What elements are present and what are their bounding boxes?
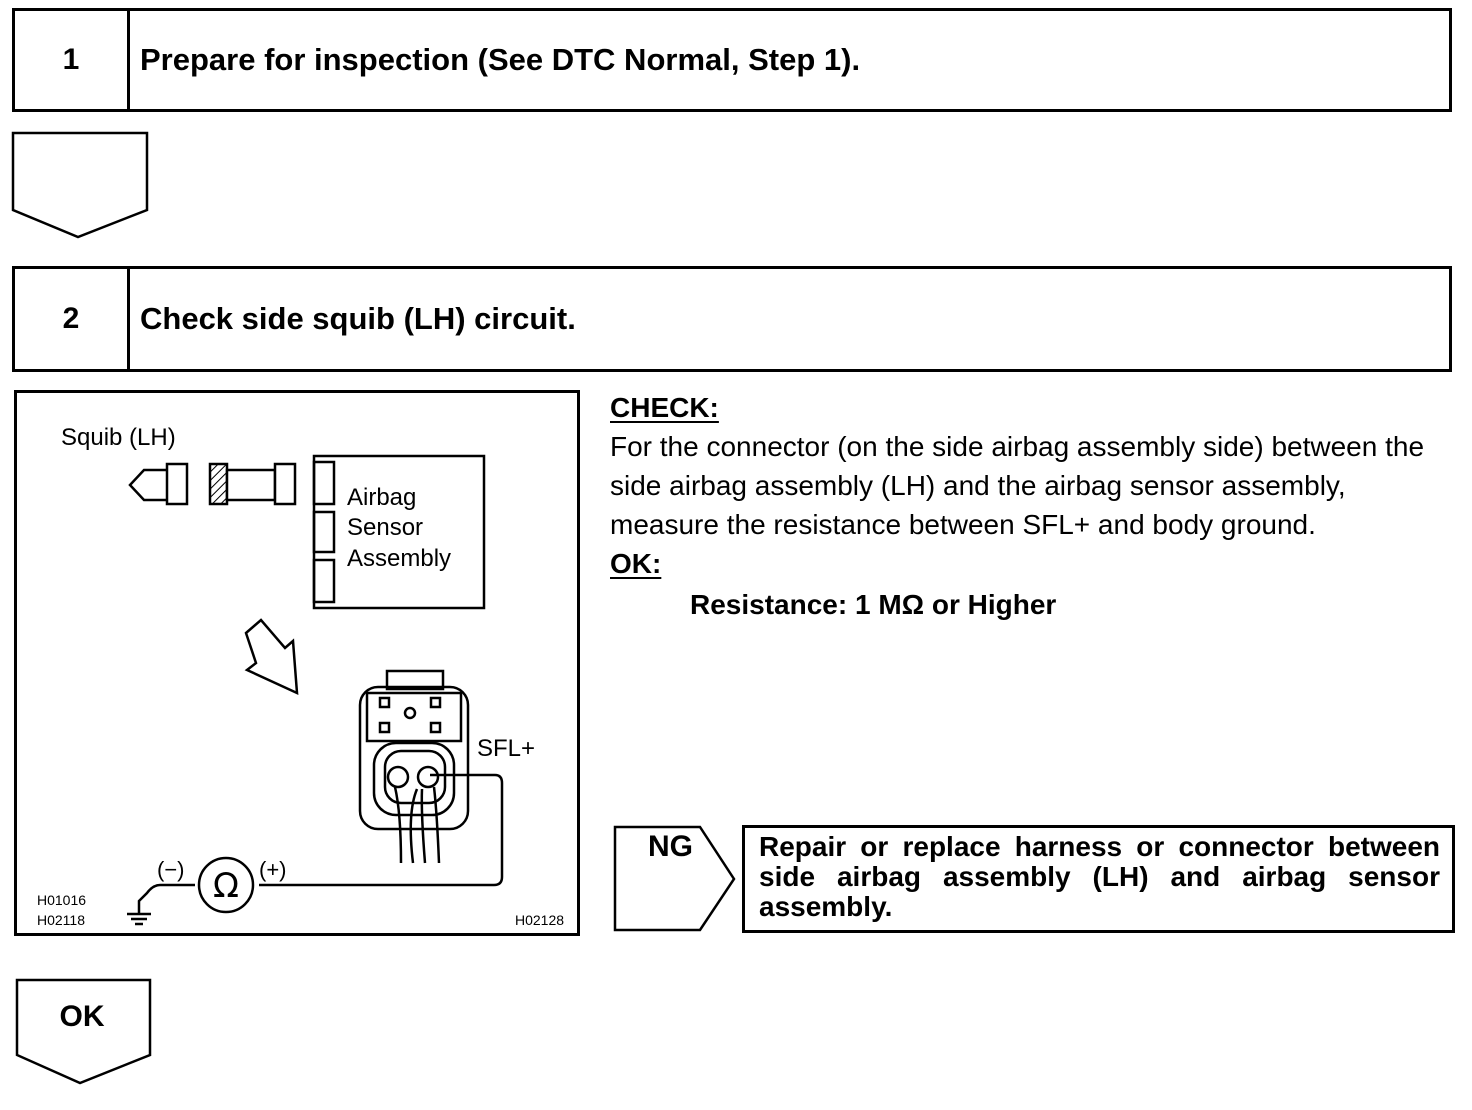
meter-positive-label: (+) xyxy=(259,857,287,882)
airbag-sensor-assembly xyxy=(312,454,486,610)
view-direction-arrow xyxy=(244,618,299,696)
ng-arrow-tag xyxy=(613,825,736,932)
ref-code-1: H01016 xyxy=(37,892,86,908)
step-2-title: Check side squib (LH) circuit. xyxy=(140,301,576,336)
squib-connector xyxy=(128,462,297,506)
ok-flow-label: OK xyxy=(59,1000,105,1033)
flow-arrow-1 xyxy=(11,131,149,239)
ng-label: NG xyxy=(648,830,693,863)
check-heading: CHECK: xyxy=(610,392,719,423)
step-1-number: 1 xyxy=(15,11,130,109)
step-1-box: 1 Prepare for inspection (See DTC Normal… xyxy=(12,8,1452,112)
check-instructions: For the connector (on the side airbag as… xyxy=(610,431,1425,540)
test-lead-wiring xyxy=(127,773,504,926)
ref-code-2: H02118 xyxy=(37,912,85,928)
ohmmeter: Ω xyxy=(197,856,255,914)
ohm-icon: Ω xyxy=(213,866,239,906)
sensor-label: Airbag Sensor Assembly xyxy=(347,484,451,572)
connector-front-view xyxy=(358,669,470,864)
ok-flow-arrow xyxy=(15,978,152,1085)
squib-label: Squib (LH) xyxy=(61,424,176,451)
ng-action-box: Repair or replace harness or connector b… xyxy=(742,825,1455,933)
step-2-number: 2 xyxy=(15,269,130,369)
terminal-label: SFL+ xyxy=(477,735,535,762)
step-1-title: Prepare for inspection (See DTC Normal, … xyxy=(140,42,861,77)
check-section: CHECK: For the connector (on the side ai… xyxy=(610,388,1460,624)
ok-criteria: Resistance: 1 MΩ or Higher xyxy=(690,589,1057,620)
circuit-illustration: Squib (LH) Airbag Sensor Assembly xyxy=(14,390,580,936)
meter-negative-label: (−) xyxy=(157,857,185,882)
step-2-box: 2 Check side squib (LH) circuit. xyxy=(12,266,1452,372)
ok-heading: OK: xyxy=(610,548,662,579)
ref-code-3: H02128 xyxy=(515,912,564,928)
